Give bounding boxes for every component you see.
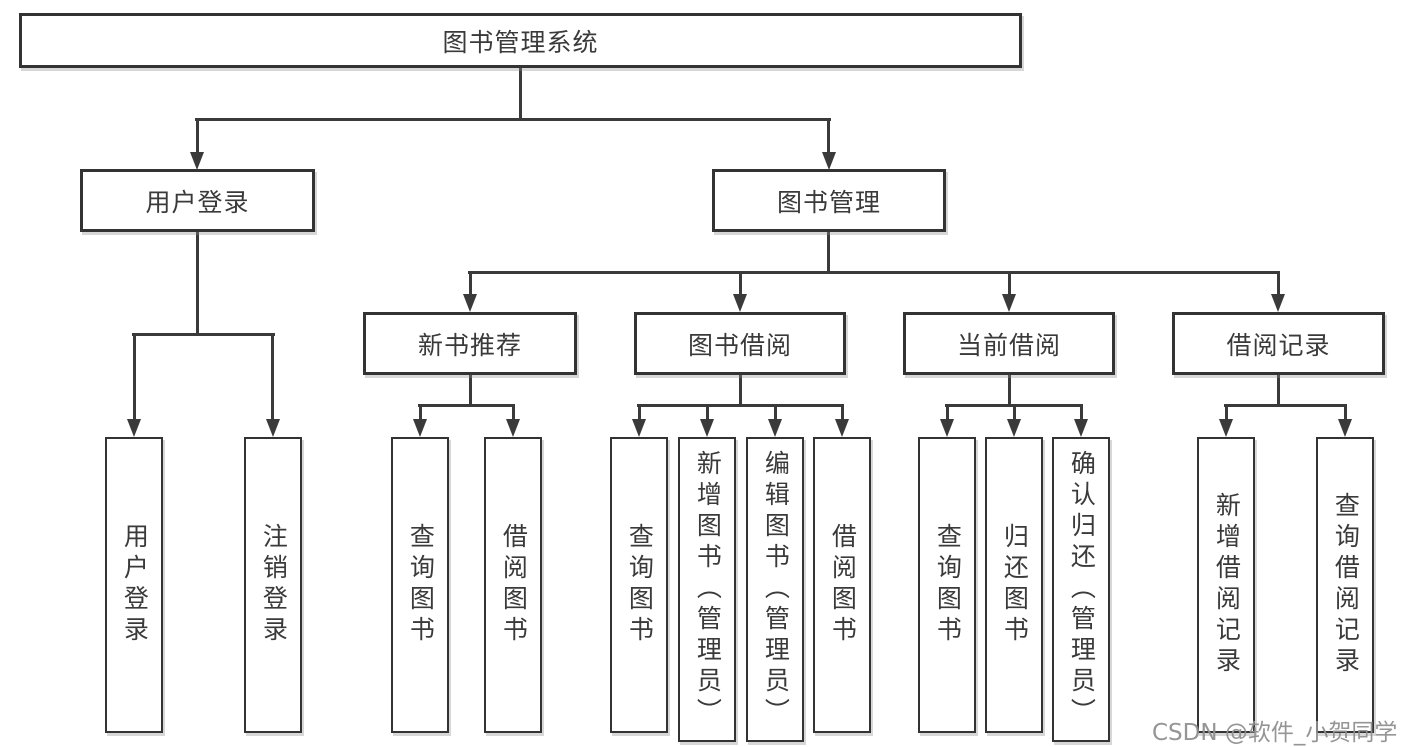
leaf-bb-query-books: 查询图书 [610, 437, 668, 733]
node-label: 图书管理系统 [442, 27, 599, 57]
node-book-borrowing: 图书借阅 [634, 312, 846, 375]
leaf-cb-confirm-return-admin: 确认归还（管理员） [1052, 437, 1110, 742]
connector-line [418, 404, 515, 407]
connector-line [195, 118, 831, 121]
connector-line [271, 335, 274, 420]
node-user-login: 用户登录 [80, 169, 315, 232]
node-label: 查询图书 [933, 523, 963, 647]
connector-line [196, 232, 199, 335]
connector-line [739, 273, 742, 296]
connector-line [469, 273, 472, 296]
leaf-user-login: 用户登录 [105, 437, 163, 733]
leaf-nbr-borrow-books: 借阅图书 [484, 437, 542, 733]
connector-line [827, 232, 830, 274]
connector-line [1277, 273, 1280, 296]
connector-line [1225, 406, 1228, 420]
node-label: 查询图书 [625, 523, 655, 647]
node-label: 图书借阅 [687, 330, 792, 360]
connector-line [1080, 406, 1083, 420]
connector-line [1008, 375, 1011, 406]
arrow-down-icon [822, 152, 836, 170]
arrow-down-icon [413, 419, 427, 437]
leaf-nbr-query-books: 查询图书 [391, 437, 449, 733]
arrow-down-icon [835, 419, 849, 437]
arrow-down-icon [733, 294, 747, 312]
arrow-down-icon [190, 152, 204, 170]
connector-line [468, 271, 1280, 274]
arrow-down-icon [768, 419, 782, 437]
connector-line [638, 406, 641, 420]
arrow-down-icon [1219, 419, 1233, 437]
node-label: 新增图书（管理员） [693, 450, 723, 729]
node-label: 借阅记录 [1226, 330, 1331, 360]
arrow-down-icon [463, 294, 477, 312]
connector-line [827, 120, 830, 153]
connector-line [133, 335, 136, 420]
node-label: 查询借阅记录 [1331, 492, 1361, 678]
arrow-down-icon [127, 419, 141, 437]
arrow-down-icon [1271, 294, 1285, 312]
leaf-cb-return-books: 归还图书 [985, 437, 1043, 733]
node-label: 图书管理 [776, 187, 881, 217]
connector-line [1277, 375, 1280, 406]
node-new-book-recommendation: 新书推荐 [363, 312, 577, 375]
connector-line [1344, 406, 1347, 420]
connector-line [512, 406, 515, 420]
connector-line [739, 375, 742, 406]
watermark: CSDN @软件_小贺同学 [1152, 720, 1398, 746]
leaf-cb-query-books: 查询图书 [918, 437, 976, 733]
arrow-down-icon [940, 419, 954, 437]
connector-line [706, 406, 709, 420]
connector-line [419, 406, 422, 420]
node-label: 查询图书 [406, 523, 436, 647]
leaf-logout: 注销登录 [244, 437, 302, 733]
connector-line [1013, 406, 1016, 420]
arrow-down-icon [506, 419, 520, 437]
connector-line [519, 68, 522, 121]
leaf-bb-borrow-books: 借阅图书 [813, 437, 871, 733]
arrow-down-icon [266, 419, 280, 437]
node-label: 用户登录 [120, 523, 150, 647]
node-current-borrowing: 当前借阅 [903, 312, 1115, 375]
node-label: 用户登录 [145, 187, 250, 217]
connector-line [946, 406, 949, 420]
leaf-bb-add-books-admin: 新增图书（管理员） [678, 437, 736, 742]
connector-line [1008, 273, 1011, 296]
arrow-down-icon [1002, 294, 1016, 312]
node-book-management: 图书管理 [712, 169, 946, 232]
leaf-br-query-record: 查询借阅记录 [1316, 437, 1374, 733]
node-label: 注销登录 [259, 523, 289, 647]
node-label: 新书推荐 [417, 330, 522, 360]
connector-line [774, 406, 777, 420]
node-label: 借阅图书 [828, 523, 858, 647]
arrow-down-icon [632, 419, 646, 437]
arrow-down-icon [1074, 419, 1088, 437]
connector-line [945, 404, 1083, 407]
connector-line [132, 333, 275, 336]
node-label: 当前借阅 [956, 330, 1061, 360]
node-label: 归还图书 [1000, 523, 1030, 647]
arrow-down-icon [1338, 419, 1352, 437]
leaf-bb-edit-books-admin: 编辑图书（管理员） [746, 437, 804, 742]
node-label: 借阅图书 [499, 523, 529, 647]
node-borrowing-records: 借阅记录 [1172, 312, 1385, 375]
leaf-br-add-record: 新增借阅记录 [1197, 437, 1255, 733]
connector-line [469, 375, 472, 406]
node-label: 新增借阅记录 [1212, 492, 1242, 678]
connector-line [841, 406, 844, 420]
arrow-down-icon [700, 419, 714, 437]
node-label: 编辑图书（管理员） [761, 450, 791, 729]
arrow-down-icon [1007, 419, 1021, 437]
connector-line [196, 120, 199, 153]
node-book-management-system: 图书管理系统 [19, 13, 1022, 68]
node-label: 确认归还（管理员） [1067, 450, 1097, 729]
connector-line [637, 404, 844, 407]
connector-line [1224, 404, 1347, 407]
